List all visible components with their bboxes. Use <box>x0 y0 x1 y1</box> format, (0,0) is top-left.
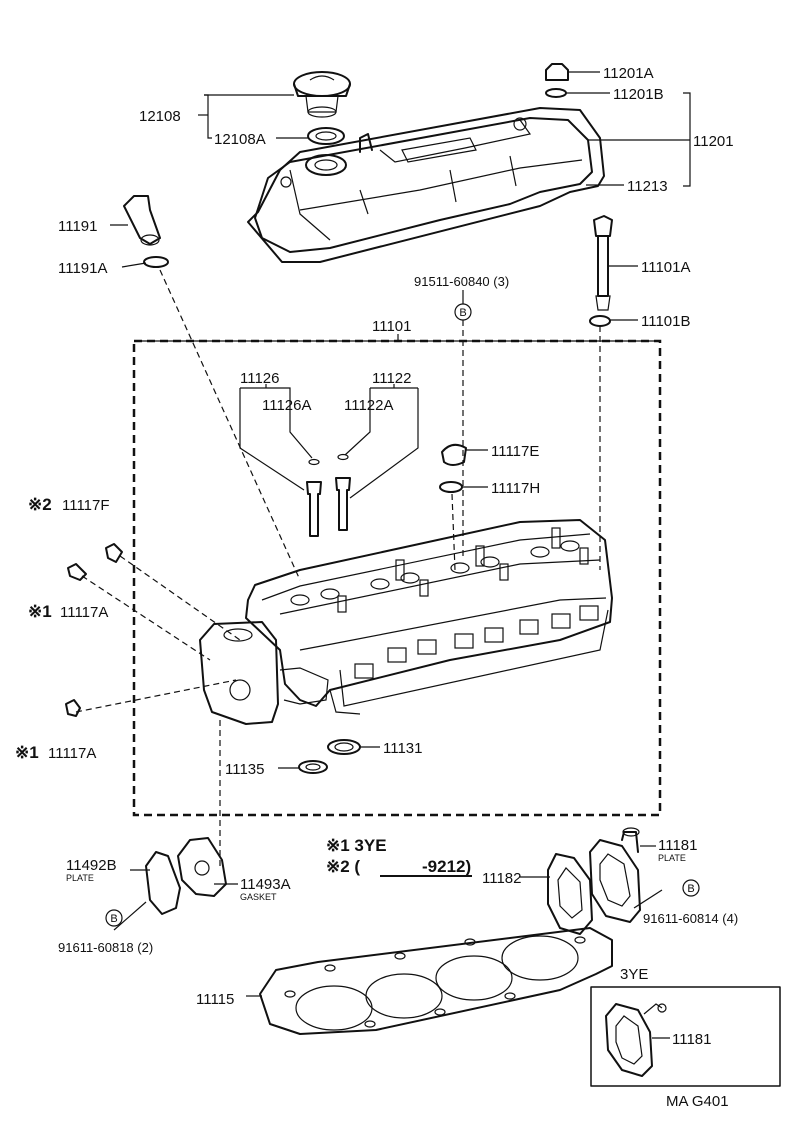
label-11122A: 11122A <box>344 397 394 414</box>
note-1-3ye: ※1 3YE <box>326 836 387 855</box>
camshaft-seals <box>298 739 361 774</box>
mark-note-1: ※1 <box>15 743 39 762</box>
label-11201A: 11201A <box>603 65 654 82</box>
side-gasket <box>177 837 227 897</box>
label-11101: 11101 <box>372 318 412 335</box>
note-2-value: -9212) <box>422 857 471 876</box>
pcv-grommet <box>123 195 169 268</box>
label-11181-inset: 11181 <box>672 1031 712 1048</box>
label-11122: 11122 <box>372 370 412 387</box>
figure-code: MA G401 <box>666 1093 729 1110</box>
label-11181-plate: PLATE <box>658 853 686 863</box>
label-11131: 11131 <box>383 740 423 757</box>
spark-plug-tube-gasket <box>439 443 467 493</box>
water-outlet-gasket <box>547 853 593 935</box>
label-11117F: 11117F <box>62 497 110 514</box>
side-plate <box>145 851 181 915</box>
label-11117A: 11117A <box>48 745 96 762</box>
label-11493A-gasket: GASKET <box>240 892 277 902</box>
bolt-b-icon: B <box>105 909 123 927</box>
cylinder-head <box>199 519 613 725</box>
label-11101A: 11101A <box>641 259 691 276</box>
oil-filler-cap <box>293 71 351 118</box>
filler-cap-gasket <box>307 127 345 145</box>
label-11181: 11181 <box>658 837 698 854</box>
label-11492B-plate: PLATE <box>66 873 94 883</box>
mark-note-2: ※2 <box>28 495 52 514</box>
note-2-prefix: ※2 ( <box>326 857 360 876</box>
label-11213: 11213 <box>627 178 668 195</box>
inset-title-3ye: 3YE <box>620 966 648 983</box>
label-11182: 11182 <box>482 870 522 887</box>
label-91611-60818: 91611-60818 (2) <box>58 940 153 955</box>
label-12108: 12108 <box>139 108 181 125</box>
cover-nut <box>545 63 569 98</box>
valve-guide-intake <box>306 458 322 537</box>
label-11117A: 11117A <box>60 604 108 621</box>
label-12108A: 12108A <box>214 131 266 148</box>
label-11117E: 11117E <box>491 443 539 460</box>
inset-3ye-box <box>590 986 781 1087</box>
cylinder-head-valve-seats <box>290 527 589 613</box>
plugs-small <box>65 543 123 717</box>
valve-guide-exhaust <box>335 453 351 531</box>
label-11117H: 11117H <box>491 480 540 497</box>
label-11492B: 11492B <box>66 857 117 874</box>
label-91511-60840: 91511-60840 (3) <box>414 274 509 289</box>
label-11493A: 11493A <box>240 876 291 893</box>
svg-text:B: B <box>459 307 466 319</box>
bolt-b-icon: B <box>454 303 472 321</box>
label-91611-60814: 91611-60814 (4) <box>643 911 738 926</box>
mark-note-1: ※1 <box>28 602 52 621</box>
label-11126: 11126 <box>240 370 280 387</box>
head-bolt <box>589 215 613 327</box>
valve-cover <box>254 117 593 253</box>
label-11201: 11201 <box>693 133 734 150</box>
label-11115: 11115 <box>196 991 234 1008</box>
water-outlet-plate <box>589 827 641 923</box>
valve-cover-gasket <box>247 107 605 263</box>
label-11191A: 11191A <box>58 260 108 277</box>
dashed-assembly-lines <box>75 269 601 866</box>
label-11135: 11135 <box>225 761 265 778</box>
leader-lines <box>110 71 691 1039</box>
cylinder-head-ports <box>354 605 599 679</box>
svg-text:B: B <box>687 883 694 895</box>
label-11101B: 11101B <box>641 313 691 330</box>
bolt-b-icon: B <box>682 879 700 897</box>
svg-text:B: B <box>110 913 117 925</box>
label-11126A: 11126A <box>262 397 312 414</box>
label-11201B: 11201B <box>613 86 664 103</box>
label-11191: 11191 <box>58 218 98 235</box>
head-gasket <box>259 927 613 1035</box>
